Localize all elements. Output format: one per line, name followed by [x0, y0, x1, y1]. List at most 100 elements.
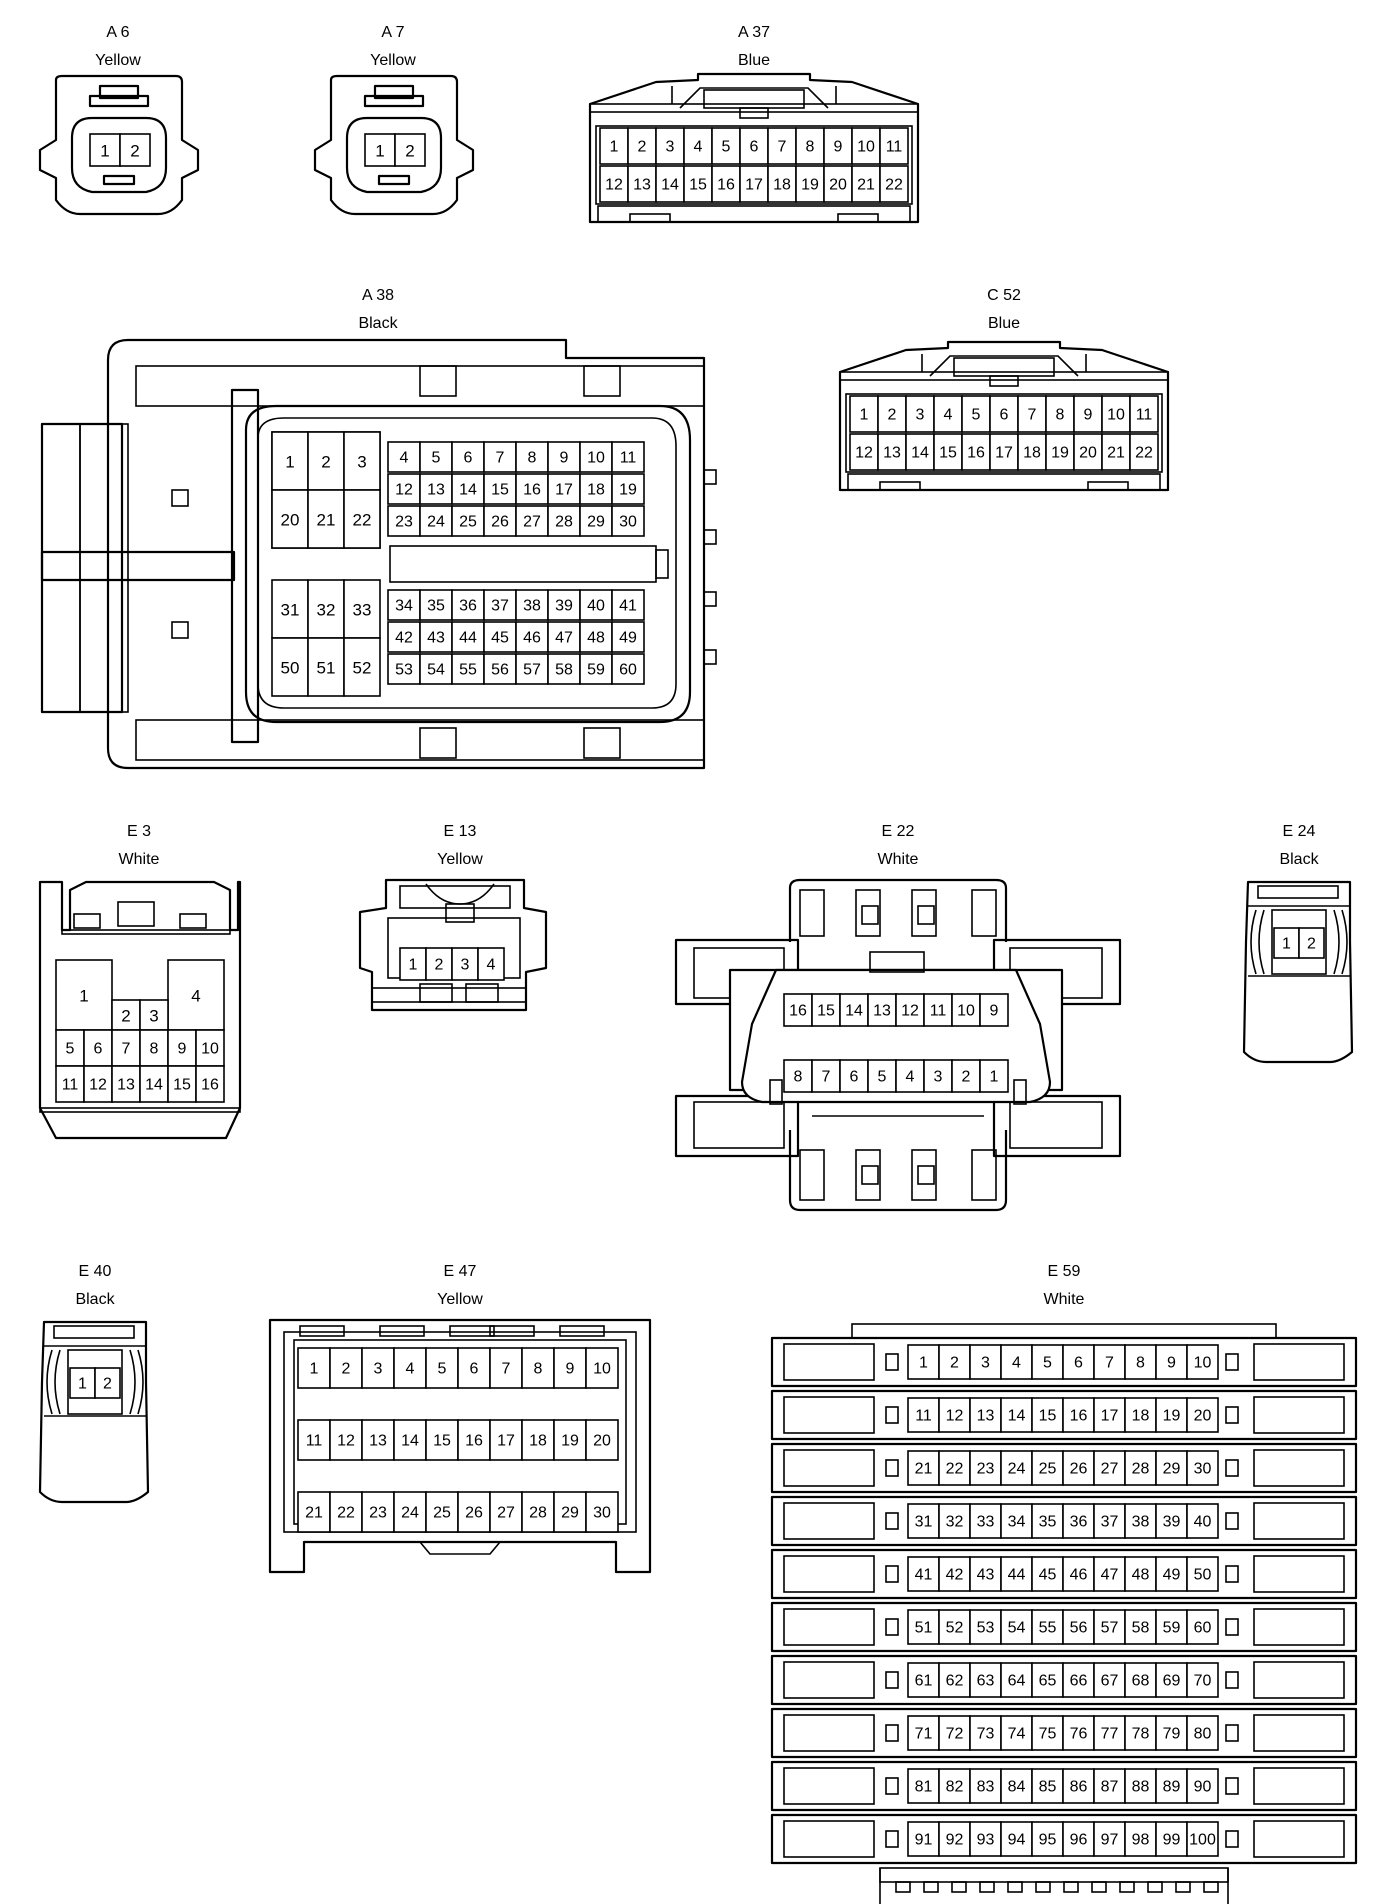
- pin-number: 2: [888, 407, 897, 424]
- housing-part: [1253, 1767, 1345, 1805]
- pin-cell: [839, 993, 869, 1027]
- pin-number: 13: [873, 1003, 891, 1020]
- pin-cell: [387, 473, 421, 505]
- pin-number: 2: [950, 1355, 959, 1372]
- pin-cell: [553, 1347, 587, 1389]
- pin-number: 97: [1101, 1832, 1119, 1849]
- pin-number: 5: [432, 450, 441, 467]
- pin-number: 35: [427, 598, 445, 615]
- pin-cell: [521, 1347, 555, 1389]
- pin-number: 8: [534, 1361, 543, 1378]
- pin-number: 5: [972, 407, 981, 424]
- pin-number: 75: [1039, 1726, 1057, 1743]
- pin-number: 30: [1194, 1461, 1212, 1478]
- housing-part: [917, 905, 935, 925]
- housing-part: [1257, 885, 1339, 899]
- pin-number: 18: [773, 177, 791, 194]
- housing-part: [885, 1353, 899, 1371]
- pin-number: 44: [459, 630, 477, 647]
- pin-number: 20: [1079, 445, 1097, 462]
- pin-number: 54: [1008, 1620, 1026, 1637]
- pin-number: 37: [491, 598, 509, 615]
- pin-number: 10: [201, 1041, 219, 1058]
- housing-part: [1253, 1502, 1345, 1540]
- pin-cell: [879, 165, 909, 203]
- housing-part: [1225, 1830, 1239, 1848]
- pin-cell: [907, 1556, 940, 1592]
- pin-number: 27: [497, 1505, 515, 1522]
- pin-cell: [683, 127, 713, 165]
- pin-cell: [1093, 1715, 1126, 1751]
- pin-number: 8: [806, 139, 815, 156]
- pin-cell: [951, 993, 981, 1027]
- pin-number: 45: [1039, 1567, 1057, 1584]
- pin-number: 87: [1101, 1779, 1119, 1796]
- pin-number: 42: [946, 1567, 964, 1584]
- pin-cell: [611, 653, 645, 685]
- connector-id: A 6: [106, 24, 129, 41]
- housing-part: [98, 84, 140, 100]
- pin-cell: [387, 589, 421, 621]
- pin-number: 19: [1163, 1408, 1181, 1425]
- pin-number: 39: [555, 598, 573, 615]
- housing-part: [88, 94, 150, 108]
- housing-part: [847, 473, 1161, 491]
- housing-outline: [345, 116, 443, 194]
- pin-number: 70: [1194, 1673, 1212, 1690]
- housing-part: [419, 365, 457, 397]
- pin-number: 21: [915, 1461, 933, 1478]
- pin-number: 64: [1008, 1673, 1026, 1690]
- housing-outline: [257, 417, 677, 709]
- pin-number: 38: [1132, 1514, 1150, 1531]
- pin-number: 25: [1039, 1461, 1057, 1478]
- pin-number: 21: [317, 511, 336, 530]
- pin-number: 18: [587, 482, 605, 499]
- housing-part: [1119, 1881, 1135, 1893]
- pin-cell: [585, 1347, 619, 1389]
- pin-cell: [1186, 1503, 1219, 1539]
- pin-cell: [938, 1821, 971, 1857]
- pin-number: 21: [305, 1505, 323, 1522]
- housing-part: [79, 423, 129, 713]
- pin-cell: [451, 621, 485, 653]
- pin-number: 2: [321, 453, 330, 472]
- pin-number: 16: [967, 445, 985, 462]
- pin-cell: [83, 1065, 113, 1103]
- pin-number: 15: [491, 482, 509, 499]
- pin-number: 10: [857, 139, 875, 156]
- housing-part: [102, 174, 136, 186]
- housing-part: [861, 1165, 879, 1185]
- connector-id: E 13: [444, 823, 477, 840]
- connector-color: Yellow: [437, 1291, 483, 1308]
- pin-cell: [823, 165, 853, 203]
- pin-number: 7: [122, 1041, 131, 1058]
- housing-part: [851, 1323, 1277, 1339]
- housing-part: [589, 103, 919, 113]
- pin-number: 98: [1132, 1832, 1150, 1849]
- pin-cell: [1124, 1556, 1157, 1592]
- pin-number: 1: [990, 1069, 999, 1086]
- housing-part: [1253, 1820, 1345, 1858]
- pin-number: 9: [1084, 407, 1093, 424]
- pin-number: 83: [977, 1779, 995, 1796]
- pin-number: 15: [173, 1077, 191, 1094]
- pin-number: 2: [342, 1361, 351, 1378]
- pin-number: 50: [281, 659, 300, 678]
- pin-number: 20: [281, 511, 300, 530]
- pin-cell: [1093, 1609, 1126, 1645]
- pin-number: 14: [661, 177, 679, 194]
- pin-number: 20: [829, 177, 847, 194]
- pin-cell: [961, 433, 991, 471]
- pin-number: 32: [317, 601, 336, 620]
- pin-number: 14: [911, 445, 929, 462]
- pin-number: 13: [977, 1408, 995, 1425]
- pin-cell: [451, 589, 485, 621]
- pin-number: 90: [1194, 1779, 1212, 1796]
- pin-number: 22: [353, 511, 372, 530]
- pin-number: 92: [946, 1832, 964, 1849]
- pin-number: 82: [946, 1779, 964, 1796]
- pin-cell: [457, 1491, 491, 1533]
- pin-number: 41: [619, 598, 637, 615]
- pin-number: 22: [946, 1461, 964, 1478]
- pin-number: 29: [561, 1505, 579, 1522]
